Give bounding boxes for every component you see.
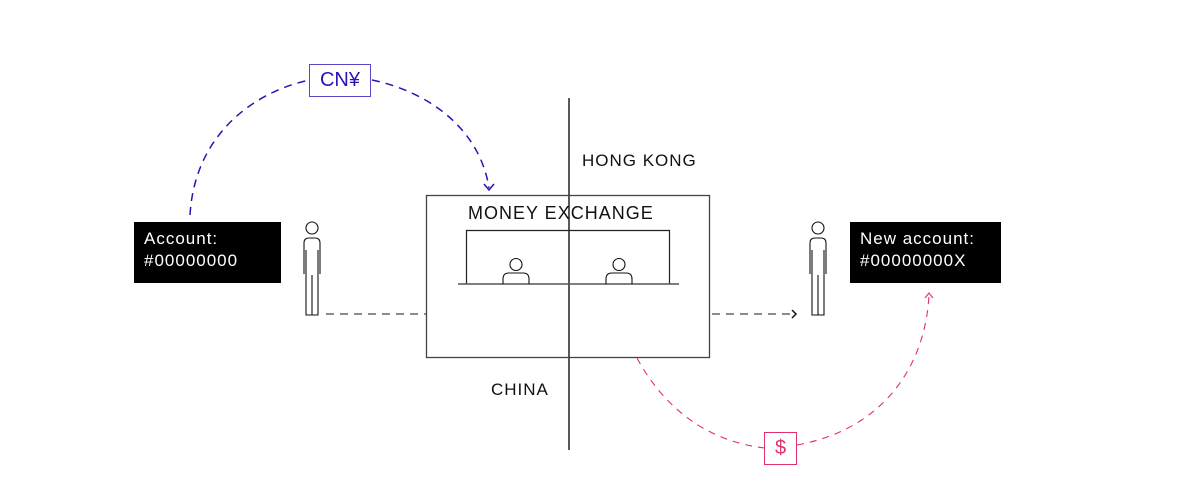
walk-arrowhead xyxy=(791,309,798,319)
person-icon xyxy=(809,221,827,316)
clerk-icon xyxy=(605,257,633,284)
source-account-card: Account: #00000000 xyxy=(134,222,281,283)
clerk-icon xyxy=(502,257,530,284)
counter-window xyxy=(465,229,671,284)
money-exchange-building xyxy=(425,194,711,359)
source-account-label: Account: xyxy=(144,229,219,248)
person-icon xyxy=(303,221,321,316)
source-account-number: #00000000 xyxy=(144,251,239,270)
target-account-number: #00000000X xyxy=(860,251,967,270)
currency-tag-usd: $ xyxy=(764,432,797,465)
target-account-card: New account: #00000000X xyxy=(850,222,1001,283)
cny-flow-arrowhead xyxy=(483,183,495,192)
usd-flow-arrowhead xyxy=(924,292,934,299)
usd-flow-arc xyxy=(636,294,930,449)
region-label-china: CHINA xyxy=(491,380,549,399)
money-exchange-title: MONEY EXCHANGE xyxy=(468,203,654,223)
region-label-hong-kong: HONG KONG xyxy=(582,151,697,170)
currency-tag-cny: CN¥ xyxy=(309,64,371,97)
cny-flow-arc xyxy=(189,79,490,216)
target-account-label: New account: xyxy=(860,229,975,248)
